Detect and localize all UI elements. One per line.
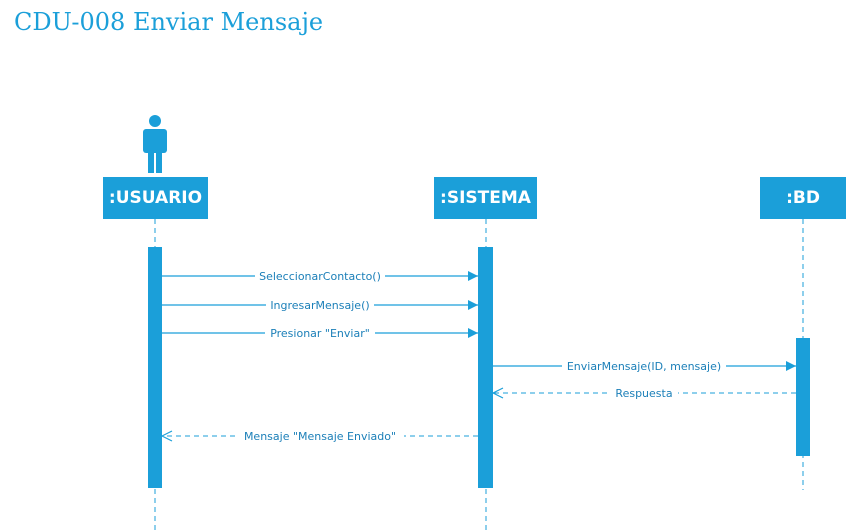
message-enviar-mensaje: EnviarMensaje(ID, mensaje) <box>493 359 796 373</box>
message-label: Mensaje "Mensaje Enviado" <box>244 430 396 443</box>
message-label: Presionar "Enviar" <box>270 327 370 340</box>
message-label: EnviarMensaje(ID, mensaje) <box>567 360 721 373</box>
message-label: SeleccionarContacto() <box>259 270 381 283</box>
message-presionar-enviar: Presionar "Enviar" <box>162 326 478 340</box>
activation-bar-bd <box>796 338 810 456</box>
activation-bar-usuario <box>148 247 162 488</box>
message-respuesta: Respuesta <box>493 386 796 400</box>
message-label: IngresarMensaje() <box>270 299 369 312</box>
message-seleccionar-contacto: SeleccionarContacto() <box>162 269 478 283</box>
activation-bar-sistema <box>478 247 493 488</box>
person-icon <box>143 115 167 173</box>
lifeline-usuario-header: :USUARIO <box>103 177 208 219</box>
message-label: Respuesta <box>615 387 672 400</box>
lifeline-bd-header: :BD <box>760 177 846 219</box>
diagram-title: CDU-008 Enviar Mensaje <box>14 8 324 36</box>
message-ingresar-mensaje: IngresarMensaje() <box>162 298 478 312</box>
message-mensaje-enviado: Mensaje "Mensaje Enviado" <box>162 429 478 443</box>
lifeline-sistema-header: :SISTEMA <box>434 177 537 219</box>
